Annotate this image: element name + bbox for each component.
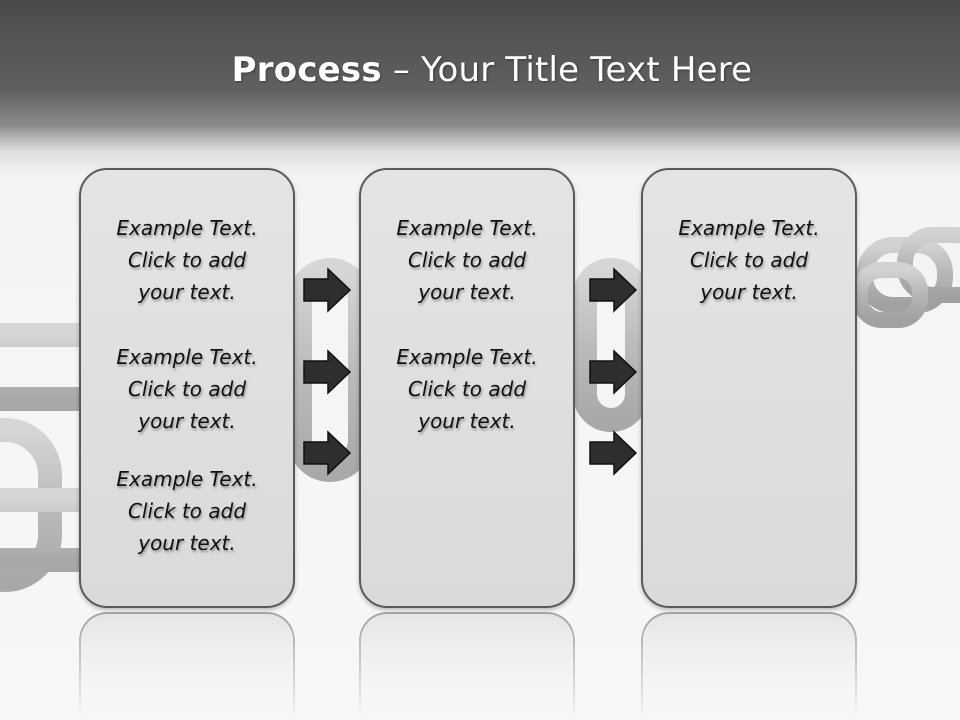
text-line: Click to add	[407, 377, 527, 401]
step-3-text-1[interactable]: Example Text. Click to add your text.	[643, 212, 855, 308]
process-step-3-box: Example Text. Click to add your text.	[641, 168, 857, 608]
process-step-1-box: Example Text. Click to add your text. Ex…	[79, 168, 295, 608]
text-line: Example Text.	[116, 467, 258, 491]
text-line: Example Text.	[116, 216, 258, 240]
step-1-reflection	[79, 612, 295, 720]
step-1-text-1[interactable]: Example Text. Click to add your text.	[81, 212, 293, 308]
right-arrow-icon	[589, 349, 638, 395]
text-line: Example Text.	[396, 345, 538, 369]
step-2-text-1[interactable]: Example Text. Click to add your text.	[361, 212, 573, 308]
text-line: your text.	[138, 409, 236, 433]
right-arrow-icon	[589, 430, 638, 476]
right-arrow-icon	[303, 430, 352, 476]
text-line: Click to add	[407, 248, 527, 272]
title-bold: Process	[231, 50, 382, 90]
step-3-reflection	[641, 612, 857, 720]
page-title: Process – Your Title Text Here	[0, 50, 960, 90]
step-2-text-2[interactable]: Example Text. Click to add your text.	[361, 341, 573, 437]
text-line: Example Text.	[396, 216, 538, 240]
text-line: your text.	[700, 280, 798, 304]
right-arrow-icon	[303, 267, 352, 313]
process-step-2-box: Example Text. Click to add your text. Ex…	[359, 168, 575, 608]
text-line: Example Text.	[678, 216, 820, 240]
text-line: Click to add	[127, 248, 247, 272]
right-arrow-icon	[589, 267, 638, 313]
text-line: Click to add	[689, 248, 809, 272]
text-line: Example Text.	[116, 345, 258, 369]
title-rest: – Your Title Text Here	[392, 50, 753, 90]
step-2-reflection	[359, 612, 575, 720]
step-1-text-3[interactable]: Example Text. Click to add your text.	[81, 463, 293, 559]
text-line: your text.	[418, 280, 516, 304]
text-line: your text.	[138, 531, 236, 555]
step-1-text-2[interactable]: Example Text. Click to add your text.	[81, 341, 293, 437]
right-arrow-icon	[303, 349, 352, 395]
text-line: Click to add	[127, 377, 247, 401]
text-line: your text.	[138, 280, 236, 304]
text-line: Click to add	[127, 499, 247, 523]
text-line: your text.	[418, 409, 516, 433]
